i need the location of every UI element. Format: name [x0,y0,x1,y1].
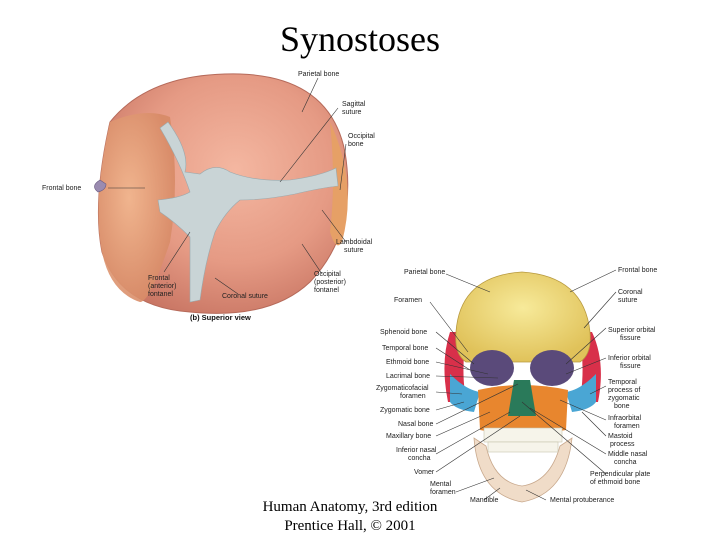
sutures-fontanels [157,121,339,303]
label-sagittal-suture-2: suture [342,109,362,116]
label-zygomaticofacial-1: Zygomaticofacial [376,385,429,392]
label-sagittal-suture-1: Sagittal [342,101,366,108]
anterior-view-skull-figure: Parietal bone Foramen Sphenoid bone Temp… [376,267,657,504]
label-mental-protuberance: Mental protuberance [550,497,614,504]
label-temporal-bone: Temporal bone [382,345,428,352]
zygomatic-left [450,374,480,412]
label-perpendicular-plate-2: of ethmoid bone [590,479,640,486]
label-inferior-nasal-1: Inferior nasal [396,447,437,454]
label-parietal-bone-anterior: Parietal bone [404,269,445,276]
label-sphenoid-bone: Sphenoid bone [380,329,427,336]
label-temporal-process-3: zygomatic [608,395,640,402]
label-occipital-bone-2: bone [348,141,364,148]
label-frontal-fontanel-2: (anterior) [148,283,176,290]
label-frontal-fontanel-3: fontanel [148,291,173,298]
footer-line-1: Human Anatomy, 3rd edition [262,499,438,515]
label-inferior-orbital-1: Inferior orbital [608,355,651,362]
label-mastoid-1: Mastoid [608,433,633,440]
nasal-cavity [508,380,536,416]
label-mental-foramen-2: foramen [430,489,456,496]
label-nasal-bone: Nasal bone [398,421,434,428]
label-inferior-orbital-2: fissure [620,363,641,370]
label-ethmoid-bone: Ethmoid bone [386,359,429,366]
footer-credit: Human Anatomy, 3rd edition Prentice Hall… [250,498,450,536]
label-coronal-suture-anterior-2: suture [618,297,638,304]
label-lacrimal-bone: Lacrimal bone [386,373,430,380]
label-mandible: Mandible [470,497,499,504]
orbit-right [530,350,574,386]
label-temporal-process-1: Temporal [608,379,637,386]
label-superior-orbital-2: fissure [620,335,641,342]
label-maxillary-bone: Maxillary bone [386,433,431,440]
label-occipital-fontanel-3: fontanel [314,287,339,294]
label-foramen: Foramen [394,297,422,304]
label-vomer: Vomer [414,469,435,476]
label-middle-nasal-2: concha [614,459,637,466]
occipital-bone-region [330,122,348,246]
label-infraorbital-1: Infraorbital [608,415,642,422]
label-frontal-bone: Frontal bone [42,185,81,192]
frontal-bone-shape [455,271,591,363]
label-occipital-fontanel-2: (posterior) [314,279,346,286]
label-temporal-process-2: process of [608,387,640,394]
zygomatic-right [566,374,596,412]
label-temporal-process-4: bone [614,403,630,410]
frontal-tip [94,179,107,193]
label-frontal-bone-anterior: Frontal bone [618,267,657,274]
label-coronal-suture-anterior-1: Coronal [618,289,643,296]
label-zygomatic-bone: Zygomatic bone [380,407,430,414]
label-coronal-suture: Coronal suture [222,293,268,300]
label-middle-nasal-1: Middle nasal [608,451,648,458]
label-lambdoidal-suture-1: Lambdoidal [336,239,373,246]
label-lambdoidal-suture-2: suture [344,247,364,254]
label-frontal-fontanel-1: Frontal [148,275,170,282]
slide-title: Synostoses [279,19,441,59]
label-inferior-nasal-2: concha [408,455,431,462]
mandible-shape [473,437,573,503]
label-zygomaticofacial-2: foramen [400,393,426,400]
label-superior-orbital-1: Superior orbital [608,327,656,334]
orbit-left [470,350,514,386]
frontal-bone-region [98,113,175,302]
lower-teeth [487,441,559,453]
label-mastoid-2: process [610,441,635,448]
label-mental-foramen-1: Mental [430,481,451,488]
label-occipital-fontanel-1: Occipital [314,271,341,278]
upper-teeth [483,427,563,443]
label-occipital-bone-1: Occipital [348,133,375,140]
footer-line-2: Prentice Hall, © 2001 [284,518,416,534]
label-parietal-bone: Parietal bone [298,71,339,78]
superior-view-skull-figure: Parietal bone Sagittal suture Occipital … [42,71,375,322]
label-infraorbital-2: foramen [614,423,640,430]
label-perpendicular-plate-1: Perpendicular plate [590,471,650,478]
superior-view-caption: (b) Superior view [190,313,251,322]
